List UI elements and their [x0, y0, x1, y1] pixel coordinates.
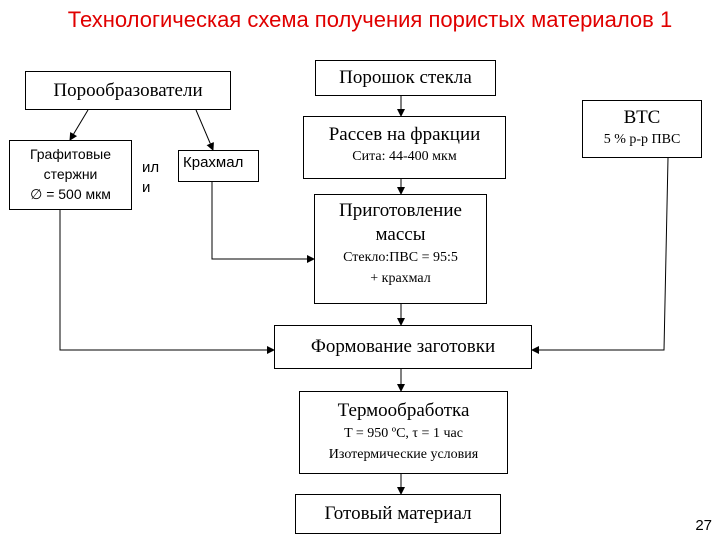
or-label-text: или [142, 159, 160, 196]
node-prigotovlenie-sub1: Стекло:ПВС = 95:5 [343, 250, 458, 265]
node-krahmal-label: Крахмал [183, 154, 244, 171]
node-termoobrabotka-sub1: T = 950 ºC, τ = 1 час [344, 426, 463, 441]
node-krahmal: Крахмал [178, 150, 259, 182]
node-gotovy-label: Готовый материал [324, 503, 472, 524]
node-rassev-label: Рассев на фракции [328, 124, 481, 145]
arrow-poroobr-to-grafit [69, 109, 89, 141]
node-rassev: Рассев на фракции Сита: 44-400 мкм [303, 116, 506, 179]
node-prigotovlenie-sub2: + крахмал [370, 271, 431, 286]
node-vts-label: ВТС [623, 107, 661, 128]
node-grafit-line3: ∅ = 500 мкм [30, 186, 111, 202]
node-formovanie-label: Формование заготовки [310, 336, 496, 357]
node-prigotovlenie-line2: массы [375, 224, 426, 245]
or-label: или [142, 158, 164, 198]
arrow-poroobr-to-krahmal [195, 109, 214, 151]
node-prigotovlenie-line1: Приготовление [339, 200, 462, 221]
node-termoobrabotka-sub2: Изотермические условия [328, 447, 479, 462]
node-vts: ВТС 5 % р-р ПВС [582, 100, 702, 158]
arrow-vts-to-formovanie [531, 157, 669, 354]
node-gotovy: Готовый материал [295, 494, 501, 534]
page-title: Технологическая схема получения пористых… [67, 7, 673, 32]
node-poroobrazovateli-label: Порообразователи [53, 80, 203, 101]
node-poroshok-label: Порошок стекла [339, 67, 472, 88]
node-termoobrabotka: Термообработка T = 950 ºC, τ = 1 час Изо… [299, 391, 508, 474]
node-poroshok: Порошок стекла [315, 60, 496, 96]
node-rassev-sub: Сита: 44-400 мкм [352, 149, 457, 164]
node-grafit: Графитовые стержни ∅ = 500 мкм [9, 140, 132, 210]
node-vts-sub: 5 % р-р ПВС [603, 132, 681, 147]
node-grafit-line2: стержни [43, 166, 98, 182]
page-number: 27 [695, 517, 712, 534]
node-poroobrazovateli: Порообразователи [25, 71, 231, 110]
node-grafit-line1: Графитовые [29, 146, 112, 162]
arrow-grafit-to-formovanie [59, 210, 275, 354]
arrow-krahmal-to-prigot [211, 182, 315, 263]
node-termoobrabotka-label: Термообработка [337, 400, 470, 421]
node-prigotovlenie: Приготовление массы Стекло:ПВС = 95:5 + … [314, 194, 487, 304]
node-formovanie: Формование заготовки [274, 325, 532, 369]
